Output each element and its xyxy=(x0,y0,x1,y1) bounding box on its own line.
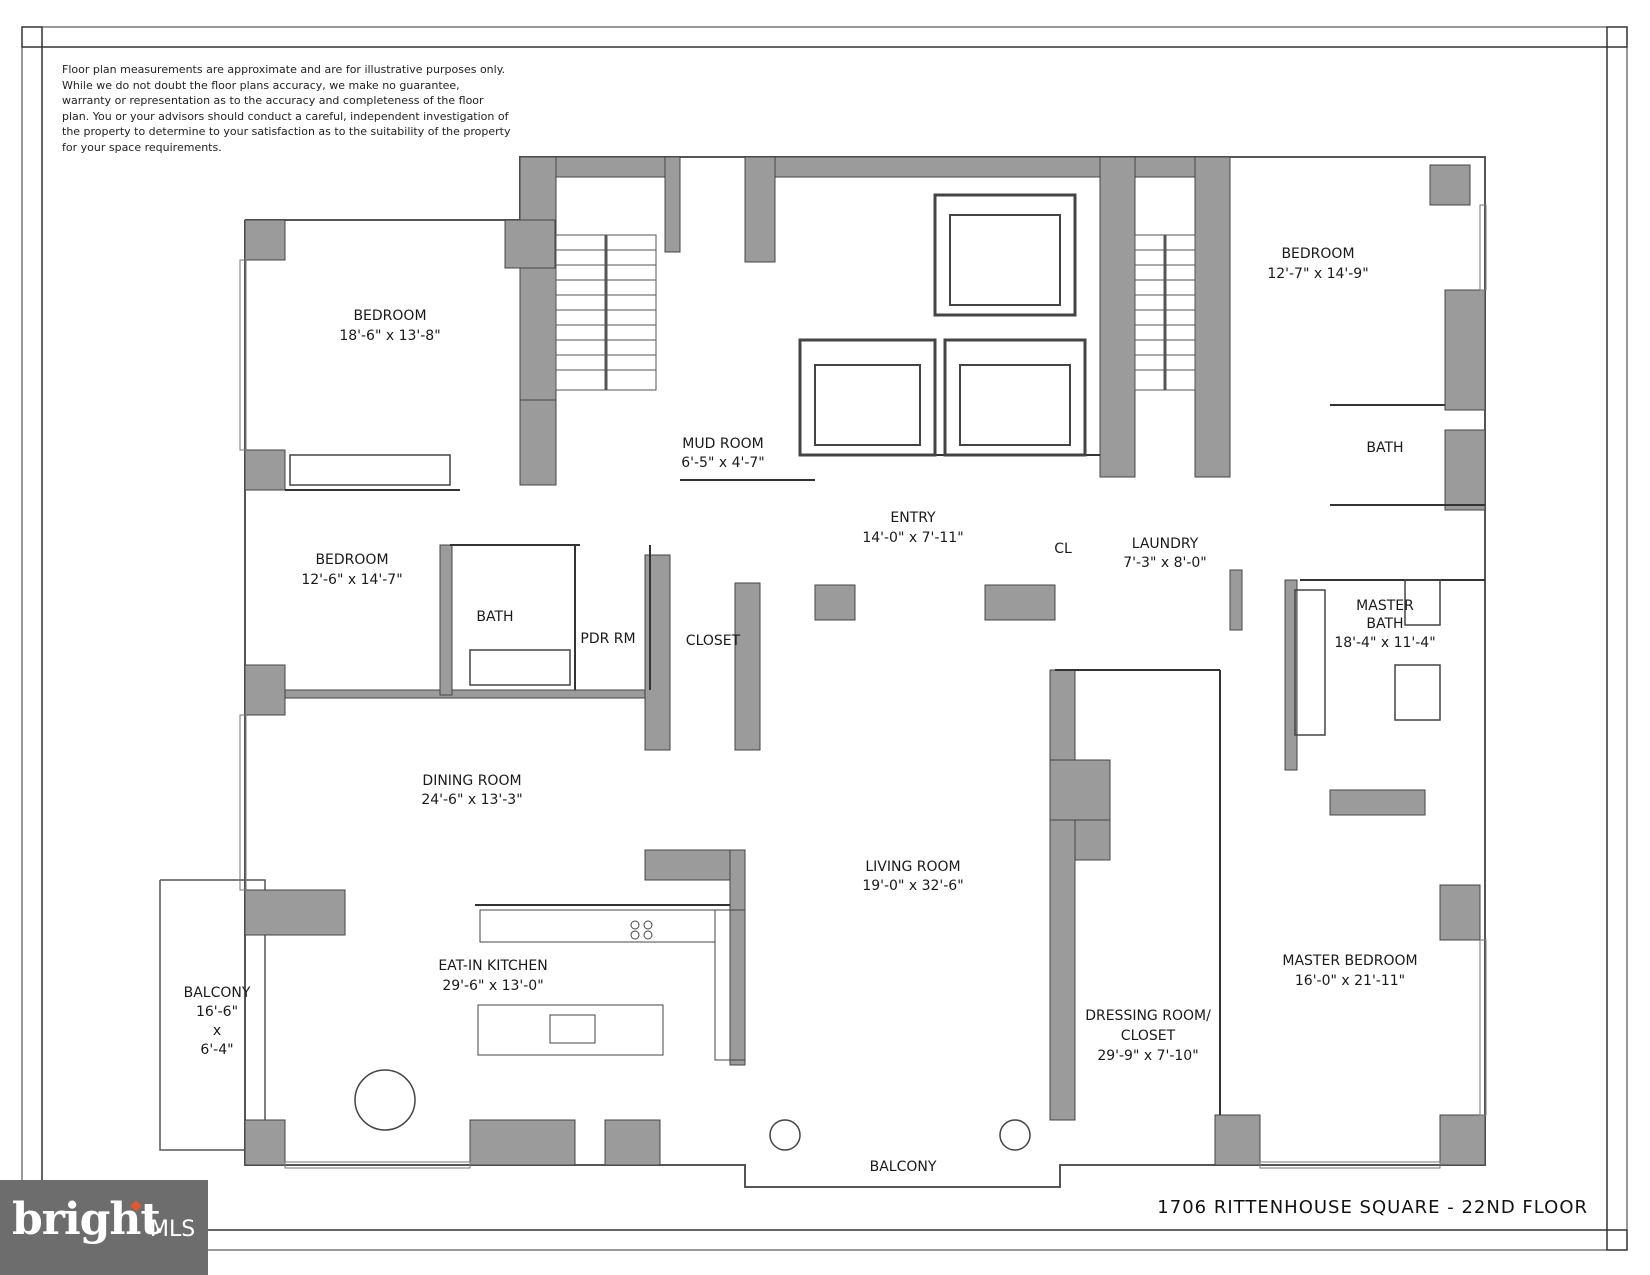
room-entry-size: 14'-0" x 7'-11" xyxy=(862,530,963,546)
room-balcony-w-name: BALCONY xyxy=(184,985,251,1001)
walls xyxy=(244,156,1486,1166)
room-master-bath-size: 18'-4" x 11'-4" xyxy=(1334,635,1435,651)
stairs xyxy=(555,234,1196,391)
room-master-bath-name-2: BATH xyxy=(1366,616,1403,632)
windows xyxy=(239,204,1487,1169)
room-bath-ne-name: BATH xyxy=(1366,440,1403,456)
room-dressing-size: 29'-9" x 7'-10" xyxy=(1097,1048,1198,1064)
room-bedroom-nw-size: 18'-6" x 13'-8" xyxy=(339,328,440,344)
partitions xyxy=(285,404,1485,1115)
room-cl-name: CL xyxy=(1054,541,1072,557)
furniture xyxy=(289,454,1441,1151)
room-bedroom-nw-name: BEDROOM xyxy=(353,308,426,324)
room-master-bath-name-1: MASTER xyxy=(1356,598,1414,614)
room-laundry-name: LAUNDRY xyxy=(1132,536,1199,552)
room-bedroom-w-size: 12'-6" x 14'-7" xyxy=(301,572,402,588)
disclaimer-text: Floor plan measurements are approximate … xyxy=(62,63,511,154)
property-address: 1706 RITTENHOUSE SQUARE - 22ND FLOOR xyxy=(1157,1197,1588,1218)
room-balcony-w-size-2: x xyxy=(213,1023,221,1039)
sheet-frame xyxy=(21,26,1628,1251)
elevators xyxy=(798,193,1087,457)
bright-mls-logo: bright MLS xyxy=(0,1180,208,1275)
room-bedroom-ne-name: BEDROOM xyxy=(1281,246,1354,262)
room-kitchen-size: 29'-6" x 13'-0" xyxy=(442,978,543,994)
room-living-name: LIVING ROOM xyxy=(865,859,960,875)
room-bath-w-name: BATH xyxy=(476,609,513,625)
room-balcony-s-name: BALCONY xyxy=(870,1159,937,1175)
room-master-bedroom-size: 16'-0" x 21'-11" xyxy=(1295,973,1405,989)
room-living-size: 19'-0" x 32'-6" xyxy=(862,878,963,894)
room-dressing-name-2: CLOSET xyxy=(1121,1028,1176,1044)
room-dining-size: 24'-6" x 13'-3" xyxy=(421,792,522,808)
kitchen-fixtures xyxy=(477,909,746,1061)
room-balcony-w-size-3: 6'-4" xyxy=(200,1042,233,1058)
room-kitchen-name: EAT-IN KITCHEN xyxy=(438,958,547,974)
room-balcony-w-size-1: 16'-6" xyxy=(196,1004,238,1020)
room-dressing-name-1: DRESSING ROOM/ xyxy=(1085,1008,1211,1024)
room-closet-name: CLOSET xyxy=(686,633,741,649)
logo-suffix: MLS xyxy=(150,1217,196,1242)
room-entry-name: ENTRY xyxy=(890,510,936,526)
room-bedroom-ne-size: 12'-7" x 14'-9" xyxy=(1267,266,1368,282)
room-pdr-rm-name: PDR RM xyxy=(580,631,635,647)
room-dining-name: DINING ROOM xyxy=(422,773,521,789)
room-bedroom-w-name: BEDROOM xyxy=(315,552,388,568)
room-mud-room-size: 6'-5" x 4'-7" xyxy=(681,455,765,471)
room-mud-room-name: MUD ROOM xyxy=(682,436,763,452)
room-laundry-size: 7'-3" x 8'-0" xyxy=(1123,555,1207,571)
room-master-bedroom-name: MASTER BEDROOM xyxy=(1282,953,1417,969)
